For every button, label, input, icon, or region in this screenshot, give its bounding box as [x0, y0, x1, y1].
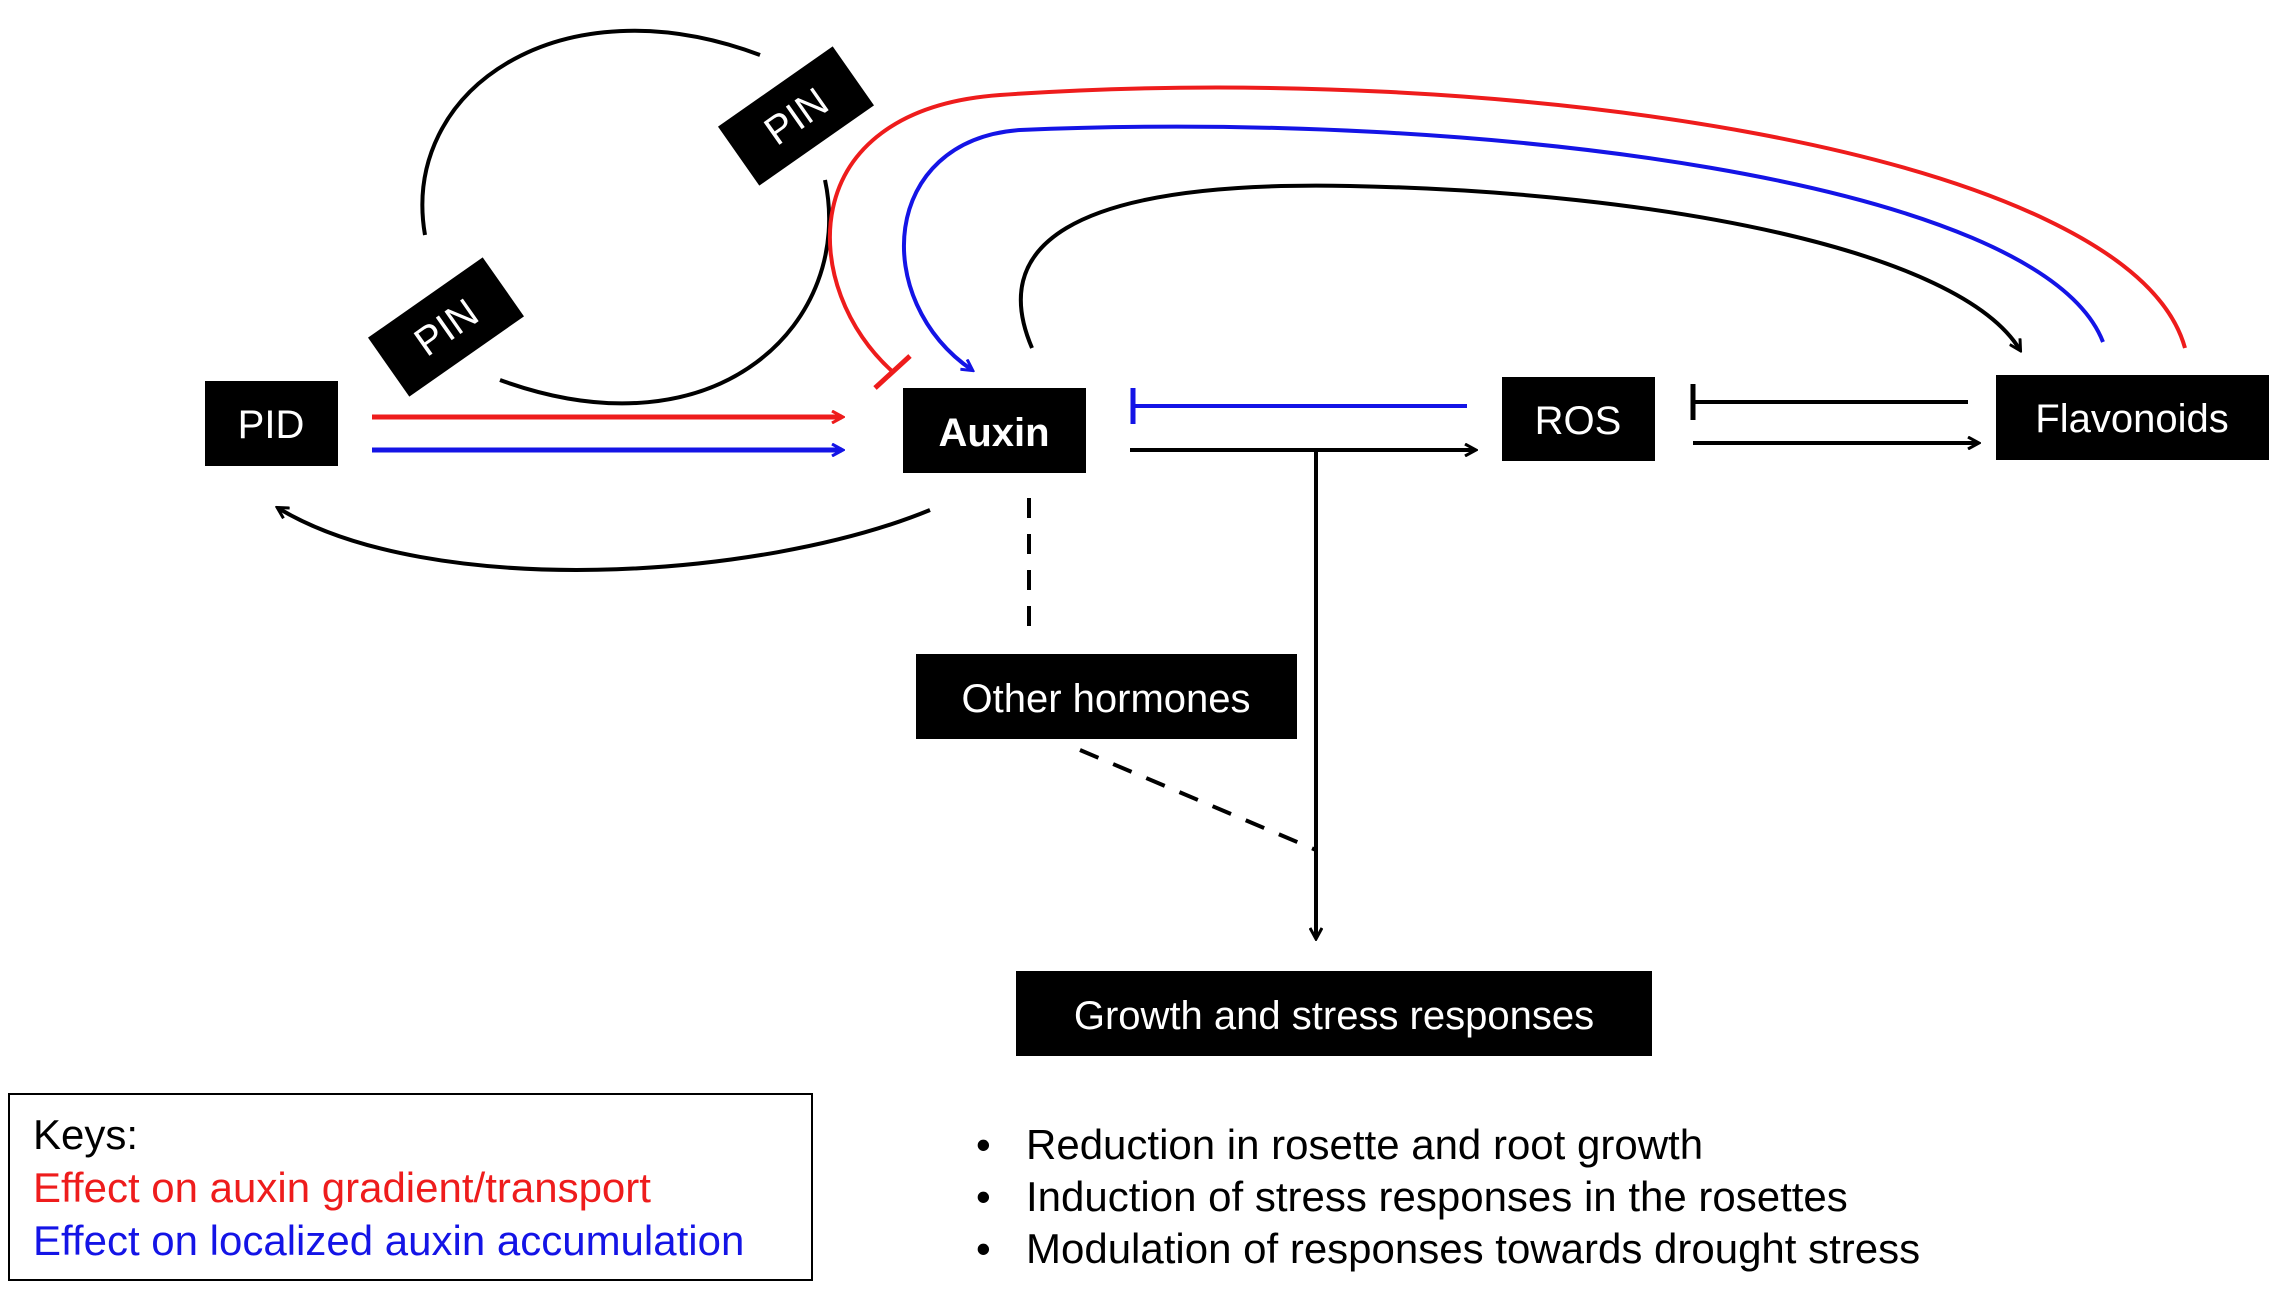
- growth-stress-node: Growth and stress responses: [1016, 971, 1652, 1056]
- auxin-flavonoids-arrow: [1018, 183, 2020, 350]
- auxin-node: Auxin: [903, 388, 1086, 473]
- bullet-item: Induction of stress responses in the ros…: [1026, 1173, 1848, 1220]
- bullet-item: Modulation of responses towards drought …: [1026, 1225, 1920, 1272]
- pid-node: PID: [205, 381, 338, 466]
- other-hormones-node: Other hormones: [916, 654, 1297, 739]
- pin-cycle-arc-upper: [420, 28, 761, 236]
- pin-cycle-arc-right: [499, 179, 832, 406]
- flavonoids-auxin-blue-arrow: [901, 124, 2105, 370]
- bullet-marker: •: [976, 1225, 991, 1272]
- bullet-marker: •: [976, 1173, 991, 1220]
- svg-text:Other hormones: Other hormones: [961, 677, 1250, 721]
- legend-blue-label: Effect on localized auxin accumulation: [33, 1217, 744, 1264]
- svg-text:ROS: ROS: [1535, 399, 1622, 443]
- hormones-growth-dashed: [1079, 748, 1317, 852]
- flavonoids-node: Flavonoids: [1996, 375, 2269, 460]
- svg-text:PID: PID: [238, 403, 305, 447]
- ros-node: ROS: [1502, 377, 1655, 461]
- red-inhibition-bar: [873, 354, 912, 390]
- svg-text:Flavonoids: Flavonoids: [2035, 397, 2228, 441]
- legend-box: Keys: Effect on auxin gradient/transport…: [8, 1093, 813, 1281]
- legend-red-label: Effect on auxin gradient/transport: [33, 1164, 651, 1211]
- flavonoids-auxin-red-inhibition: [828, 85, 2187, 374]
- outcome-bullets: • Reduction in rosette and root growth •…: [976, 1121, 1920, 1272]
- svg-text:Growth and stress responses: Growth and stress responses: [1074, 994, 1594, 1038]
- bullet-item: Reduction in rosette and root growth: [1026, 1121, 1703, 1168]
- pin-node-lower: PIN: [368, 257, 524, 397]
- bullet-marker: •: [976, 1121, 991, 1168]
- legend-title: Keys:: [33, 1111, 138, 1158]
- svg-text:Auxin: Auxin: [938, 411, 1049, 455]
- auxin-pid-feedback-arrow: [278, 508, 931, 572]
